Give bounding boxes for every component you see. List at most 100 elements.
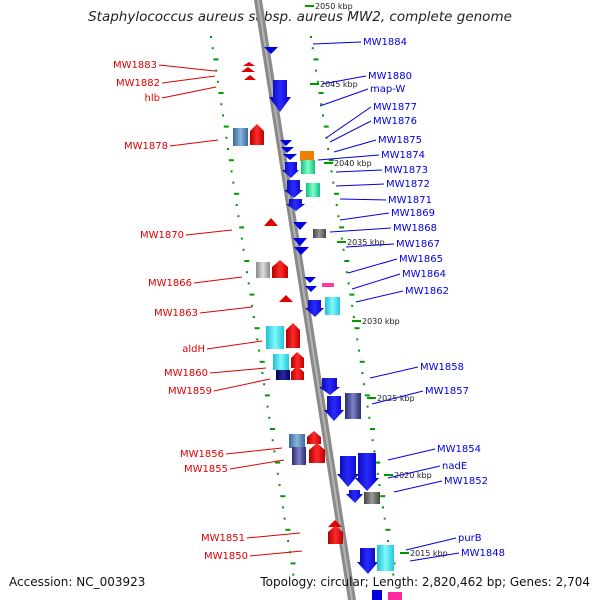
tick-dot <box>339 226 345 229</box>
gene-label-MW1852[interactable]: MW1852 <box>444 476 488 487</box>
tick-dot <box>263 383 266 386</box>
callout-line <box>371 390 424 405</box>
tick-dot <box>237 215 240 218</box>
gene-MW1864-b <box>322 283 334 287</box>
gene-label-MW1877[interactable]: MW1877 <box>373 102 417 113</box>
gene-label-MW1866[interactable]: MW1866 <box>148 278 192 289</box>
tick-dot <box>392 573 395 576</box>
gene-label-MW1876[interactable]: MW1876 <box>373 116 417 127</box>
gene-label-MW1860[interactable]: MW1860 <box>164 368 208 379</box>
callout-line <box>209 367 267 374</box>
gene-label-MW1869[interactable]: MW1869 <box>391 208 435 219</box>
tick-dot <box>364 394 370 397</box>
tick-dot <box>313 58 319 61</box>
gene-MW1848 <box>377 545 394 571</box>
callout-line <box>325 106 372 139</box>
tick-dot <box>368 416 371 419</box>
gene-label-MW1864[interactable]: MW1864 <box>402 269 446 280</box>
genome-backbone-highlight <box>257 0 353 600</box>
map-title: Staphylococcus aureus subsp. aureus MW2,… <box>88 9 512 25</box>
tick-dot <box>268 416 271 419</box>
gene-label-hlb[interactable]: hlb <box>145 93 160 104</box>
gene-MW1850 <box>328 526 343 544</box>
tick-dot <box>333 192 339 195</box>
gene-label-purB[interactable]: purB <box>458 533 482 544</box>
gene-label-MW1855[interactable]: MW1855 <box>184 464 228 475</box>
callout-line <box>317 154 380 161</box>
gene-label-MW1851[interactable]: MW1851 <box>201 533 245 544</box>
gene-label-MW1865[interactable]: MW1865 <box>399 254 443 265</box>
gene-label-MW1854[interactable]: MW1854 <box>437 444 481 455</box>
gene-MW1857 <box>324 396 344 421</box>
callout-line <box>229 459 285 470</box>
callout-line <box>335 169 383 173</box>
tick-dot <box>371 439 374 442</box>
gene-label-MW1848[interactable]: MW1848 <box>461 548 505 559</box>
gene-label-map-W[interactable]: map-W <box>370 84 405 95</box>
gene-label-MW1857[interactable]: MW1857 <box>425 386 469 397</box>
gene-label-aldH[interactable]: aldH <box>182 344 205 355</box>
gene-label-MW1874[interactable]: MW1874 <box>381 150 425 161</box>
tick-dot <box>344 260 350 262</box>
gene-MW1880 <box>269 80 291 112</box>
gene-label-MW1856[interactable]: MW1856 <box>180 449 224 460</box>
gene-label-MW1873[interactable]: MW1873 <box>384 165 428 176</box>
tick-dot <box>280 495 286 498</box>
gene-MW1872 <box>284 180 303 198</box>
gene-label-MW1867[interactable]: MW1867 <box>396 239 440 250</box>
tick-mark <box>384 474 393 476</box>
gene-label-MW1863[interactable]: MW1863 <box>154 308 198 319</box>
tick-dot <box>347 282 350 285</box>
gene-label-MW1883[interactable]: MW1883 <box>113 60 157 71</box>
gene-MW1860 <box>273 354 289 370</box>
callout-line <box>409 552 460 562</box>
callout-line <box>161 75 216 84</box>
tick-dot <box>378 484 381 486</box>
tick-dot <box>363 383 366 386</box>
gene-label-MW1872[interactable]: MW1872 <box>386 179 430 190</box>
gene-label-MW1884[interactable]: MW1884 <box>363 37 407 48</box>
gene-label-MW1862[interactable]: MW1862 <box>405 286 449 297</box>
tick-dot <box>315 69 318 72</box>
gene-nadE <box>355 453 379 491</box>
gene-MW1876 <box>281 147 294 153</box>
tick-dot <box>247 282 250 285</box>
gene-MW1874 <box>282 162 299 178</box>
gene-MW1857-b <box>345 393 361 419</box>
tick-dot <box>223 125 229 128</box>
gene-label-MW1858[interactable]: MW1858 <box>420 362 464 373</box>
tick-dot <box>242 248 245 251</box>
gene-MW1869 <box>293 222 307 230</box>
callout-line <box>158 64 216 72</box>
gene-label-MW1875[interactable]: MW1875 <box>378 135 422 146</box>
tick-dot <box>290 562 296 565</box>
callout-line <box>319 88 369 107</box>
tick-dot <box>271 439 274 442</box>
gene-label-MW1870[interactable]: MW1870 <box>140 230 184 241</box>
gene-label-nadE[interactable]: nadE <box>442 461 467 472</box>
tick-dot <box>356 338 359 341</box>
tick-dot <box>239 226 245 229</box>
gene-label-MW1882[interactable]: MW1882 <box>116 78 160 89</box>
tick-dot <box>320 103 323 106</box>
gene-MW1877 <box>280 140 292 146</box>
callout-line <box>225 447 283 455</box>
tick-dot <box>269 428 275 430</box>
tick-label: 2040 kbp <box>334 159 372 168</box>
tick-dot <box>345 271 348 274</box>
gene-MW1853 <box>346 490 363 503</box>
gene-label-MW1859[interactable]: MW1859 <box>168 386 212 397</box>
tick-dot <box>328 159 334 162</box>
gene-label-MW1880[interactable]: MW1880 <box>368 71 412 82</box>
tick-dot <box>211 47 214 50</box>
tick-dot <box>292 573 295 576</box>
gene-label-MW1878[interactable]: MW1878 <box>124 141 168 152</box>
gene-label-MW1868[interactable]: MW1868 <box>393 223 437 234</box>
gene-label-MW1850[interactable]: MW1850 <box>204 551 248 562</box>
gene-label-MW1871[interactable]: MW1871 <box>388 195 432 206</box>
accession-text: Accession: NC_003923 <box>9 575 146 589</box>
gene-MW1851 <box>328 520 342 527</box>
gene-MW1847-b <box>372 590 382 600</box>
tick-dot <box>232 181 235 184</box>
